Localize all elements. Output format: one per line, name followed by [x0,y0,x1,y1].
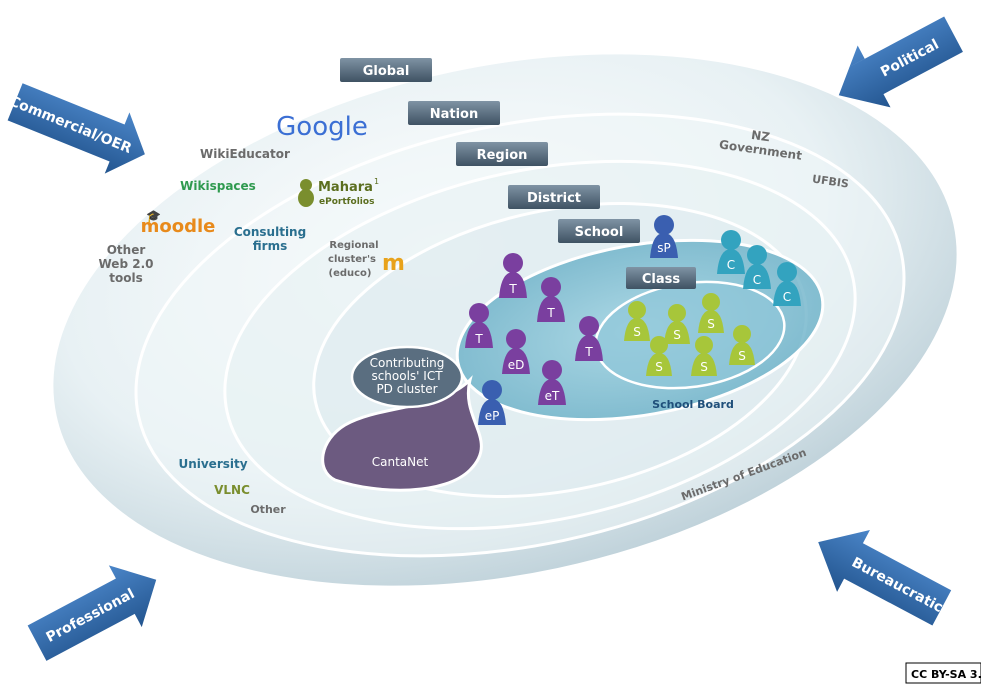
person-c-2: C [743,245,771,289]
other-web-line-1: Other [107,243,146,257]
svg-text:C: C [727,258,735,272]
svg-text:S: S [633,325,641,339]
contributing-line-2: schools' ICT [371,369,443,383]
svg-text:S: S [673,328,681,342]
svg-text:eD: eD [508,358,525,372]
svg-text:T: T [508,282,517,296]
wikieducator-label: WikiEducator [200,147,290,161]
mahara-label: Mahara [318,180,373,195]
consulting-line-2: firms [253,239,287,253]
consulting-line-1: Consulting [234,225,306,239]
regional-line-3: (educo) [329,268,372,279]
svg-text:S: S [738,349,746,363]
contributing-bubble [350,345,464,409]
person-c-3: C [773,262,801,306]
person-s-2: S [664,304,690,344]
vlnc-label: VLNC [214,483,250,497]
regional-line-2: cluster's [328,254,376,265]
layer-global: Global [363,64,410,79]
person-ed: eD [502,329,530,374]
eportfolios-label: ePortfolios [319,197,374,207]
person-s-4: S [729,325,755,365]
arrow-professional: Professional [27,565,157,661]
regional-line-1: Regional [329,240,378,251]
license-badge [905,662,981,684]
svg-text:eT: eT [545,389,560,403]
person-s-1: S [624,301,650,341]
person-s-3: S [698,293,724,333]
moodle-logo: moodle [141,216,216,237]
svg-text:C: C [783,290,791,304]
person-et: eT [538,360,566,405]
other-web-line-3: tools [109,271,142,285]
layer-school: School [575,225,624,240]
svg-text:eP: eP [485,409,500,423]
cantanet-shape [321,375,483,492]
person-t-4: T [575,316,603,361]
mahara-icon [298,179,314,207]
layer-class: Class [642,272,681,287]
layer-nation: Nation [430,107,479,122]
svg-text:S: S [707,317,715,331]
person-s-5: S [646,336,672,376]
educo-m-icon: m [382,251,405,276]
other-web-line-2: Web 2.0 [99,257,154,271]
person-t-2: T [537,277,565,322]
person-t-3: T [465,303,493,348]
mahara-sup: 1 [374,177,379,186]
layer-region: Region [477,148,528,163]
arrow-commercial: Commercial/OER [7,83,145,174]
google-logo: Google [276,112,368,142]
layer-tags: Global Nation Region District School Cla… [340,58,696,289]
person-c-1: C [717,230,745,274]
svg-text:S: S [700,360,708,374]
layer-district: District [527,191,581,206]
wikispaces-label: Wikispaces [180,179,256,193]
school-board-label: School Board [652,398,734,411]
person-s-6: S [691,336,717,376]
ufbis-label: UFBIS [811,173,849,191]
cantanet-label: CantaNet [372,455,429,469]
license-label: CC BY-SA 3.0 [911,668,981,681]
nz-line-1: NZ [750,128,771,145]
other-label: Other [250,503,286,516]
arrow-bureaucratic: Bureaucratic [818,529,952,626]
svg-text:T: T [584,345,593,359]
contributing-line-1: Contributing [370,356,445,370]
person-t-1: T [499,253,527,298]
university-label: University [178,457,247,471]
person-ep: eP [478,380,506,425]
person-sp: sP [650,215,678,258]
moodle-hat-icon: 🎓 [146,209,161,223]
contributing-line-3: PD cluster [376,382,437,396]
svg-text:T: T [546,306,555,320]
figures: sP C C C T T [465,215,801,425]
svg-text:C: C [753,273,761,287]
svg-text:T: T [474,332,483,346]
svg-text:sP: sP [657,241,671,255]
svg-text:S: S [655,360,663,374]
